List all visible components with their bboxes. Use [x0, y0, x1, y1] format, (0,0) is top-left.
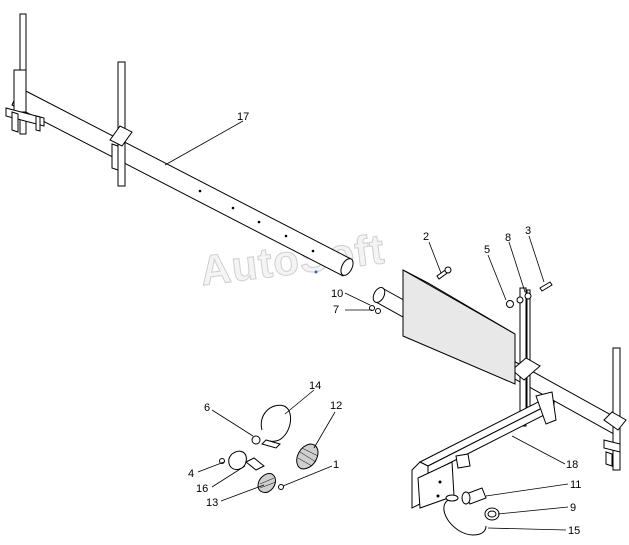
mudflap-plate [402, 269, 516, 385]
callout-18: 18 [566, 459, 578, 471]
lower-fittings [443, 487, 500, 536]
callout-17: 17 [237, 111, 249, 123]
callout-6: 6 [204, 402, 210, 414]
callout-2: 2 [423, 231, 429, 243]
hardware [369, 266, 553, 314]
callout-14: 14 [309, 380, 321, 392]
callout-15: 15 [568, 525, 580, 537]
callout-3: 3 [525, 225, 531, 237]
upright-bracket-right [511, 287, 541, 427]
callout-13: 13 [206, 497, 218, 509]
left-end-bracket [5, 13, 45, 135]
callout-5: 5 [484, 244, 490, 256]
right-end-bracket [603, 347, 627, 471]
callout-4: 4 [188, 468, 194, 480]
upright-bracket-left [109, 61, 133, 187]
callout-11: 11 [570, 479, 581, 491]
main-tube [11, 87, 354, 277]
callout-10: 10 [331, 288, 343, 300]
callout-12: 12 [330, 400, 342, 412]
callout-labels: 17 2 3 8 5 10 7 14 12 6 4 16 13 1 18 11 … [188, 111, 581, 537]
callout-9: 9 [570, 502, 576, 514]
callout-7: 7 [333, 304, 339, 316]
callout-8: 8 [505, 232, 511, 244]
callout-1: 1 [333, 459, 339, 471]
callout-16: 16 [196, 483, 208, 495]
frame-bracket [411, 391, 557, 509]
leader-lines [164, 120, 569, 531]
lamp-assembly [219, 404, 319, 493]
